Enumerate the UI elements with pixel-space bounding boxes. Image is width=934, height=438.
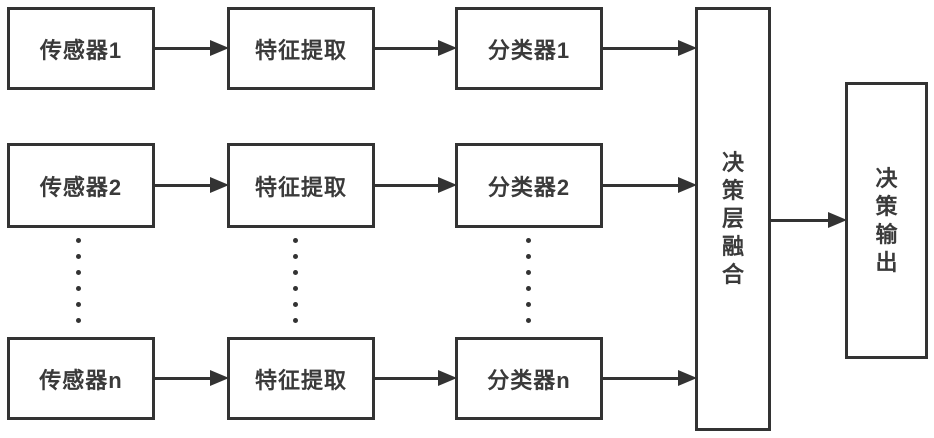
node-sensor-2-label: 传感器2	[39, 174, 123, 200]
node-sensor-2: 传感器2	[7, 143, 155, 228]
arrow-feature1-to-classifier1	[375, 40, 457, 56]
arrow-shaft	[603, 183, 685, 187]
arrow-sensor1-to-feature1	[155, 40, 229, 56]
arrow-feature2-to-classifier2	[375, 177, 457, 193]
arrow-fusion-to-output	[771, 212, 847, 228]
dot	[293, 286, 298, 291]
dot	[76, 270, 81, 275]
arrow-featureN-to-classifierN	[375, 370, 457, 386]
arrowhead-icon	[210, 370, 229, 386]
arrowhead-icon	[438, 40, 457, 56]
dot	[526, 286, 531, 291]
dot	[76, 318, 81, 323]
arrowhead-icon	[678, 177, 697, 193]
node-classifier-n-label: 分类器n	[487, 367, 571, 393]
node-classifier-n: 分类器n	[455, 337, 603, 420]
dot	[293, 254, 298, 259]
arrow-classifier2-to-fusion	[603, 177, 697, 193]
arrow-shaft	[375, 376, 445, 380]
node-classifier-2: 分类器2	[455, 143, 603, 228]
dot	[526, 254, 531, 259]
dot	[526, 318, 531, 323]
dot	[526, 238, 531, 243]
node-sensor-n-label: 传感器n	[39, 367, 123, 393]
arrow-shaft	[375, 46, 445, 50]
node-decision-level-fusion: 决策层融合	[695, 7, 771, 431]
node-feature-extraction-n-label: 特征提取	[254, 367, 347, 393]
arrowhead-icon	[438, 370, 457, 386]
node-decision-output: 决策输出	[845, 82, 928, 359]
node-decision-level-fusion-label: 决策层融合	[721, 150, 744, 287]
arrow-shaft	[771, 218, 835, 222]
dot	[526, 270, 531, 275]
dot	[293, 238, 298, 243]
arrow-shaft	[155, 376, 217, 380]
node-decision-output-label: 决策输出	[875, 165, 898, 275]
arrow-classifierN-to-fusion	[603, 370, 697, 386]
arrow-sensor2-to-feature2	[155, 177, 229, 193]
arrow-shaft	[375, 183, 445, 187]
dot	[526, 302, 531, 307]
node-sensor-1-label: 传感器1	[39, 37, 123, 63]
dot	[76, 238, 81, 243]
node-feature-extraction-2: 特征提取	[227, 143, 375, 228]
dot	[293, 302, 298, 307]
arrow-shaft	[155, 183, 217, 187]
arrow-shaft	[603, 376, 685, 380]
dot	[293, 270, 298, 275]
dot	[76, 286, 81, 291]
arrowhead-icon	[828, 212, 847, 228]
arrowhead-icon	[678, 40, 697, 56]
dot	[76, 302, 81, 307]
ellipsis-dots-classifier-column	[526, 238, 531, 323]
arrowhead-icon	[678, 370, 697, 386]
node-classifier-1-label: 分类器1	[487, 37, 571, 63]
node-feature-extraction-1: 特征提取	[227, 7, 375, 90]
node-sensor-n: 传感器n	[7, 337, 155, 420]
arrowhead-icon	[438, 177, 457, 193]
node-feature-extraction-2-label: 特征提取	[254, 174, 347, 200]
dot	[293, 318, 298, 323]
node-classifier-1: 分类器1	[455, 7, 603, 90]
ellipsis-dots-sensor-column	[76, 238, 81, 323]
ellipsis-dots-feature-column	[293, 238, 298, 323]
arrowhead-icon	[210, 177, 229, 193]
node-classifier-2-label: 分类器2	[487, 174, 571, 200]
arrow-shaft	[155, 46, 217, 50]
arrow-shaft	[603, 46, 685, 50]
dot	[76, 254, 81, 259]
node-feature-extraction-n: 特征提取	[227, 337, 375, 420]
node-feature-extraction-1-label: 特征提取	[254, 37, 347, 63]
arrow-classifier1-to-fusion	[603, 40, 697, 56]
arrow-sensorN-to-featureN	[155, 370, 229, 386]
node-sensor-1: 传感器1	[7, 7, 155, 90]
arrowhead-icon	[210, 40, 229, 56]
